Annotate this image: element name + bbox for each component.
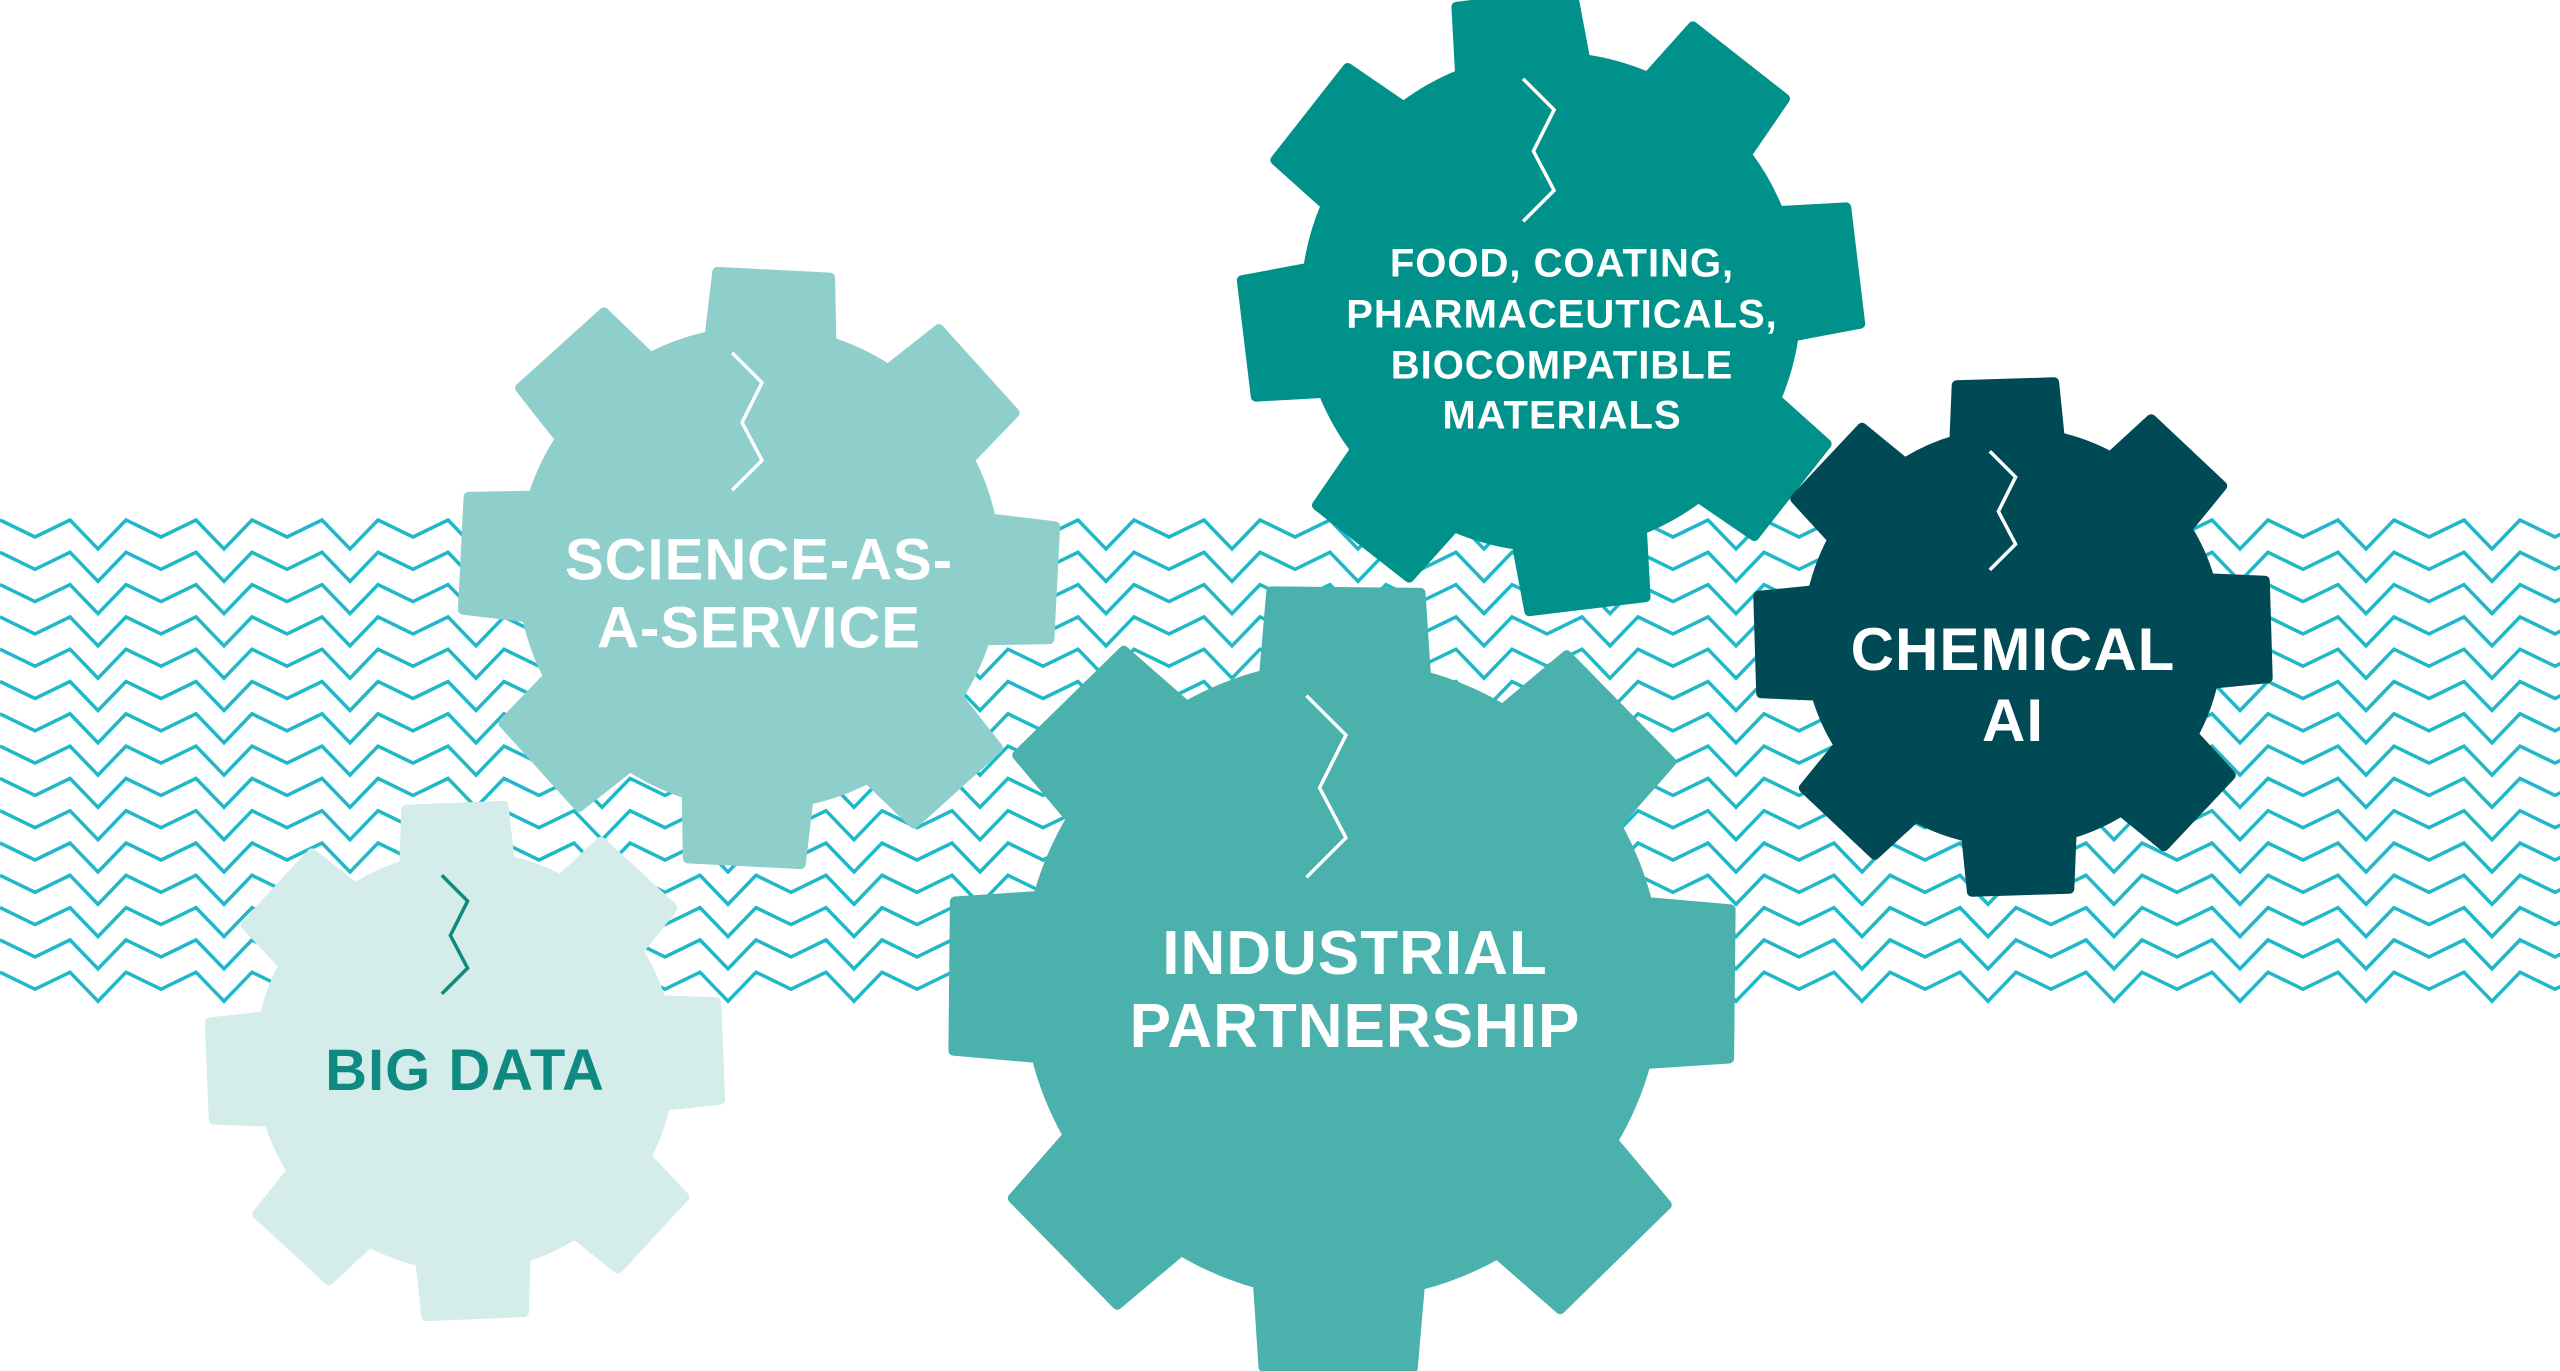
label-line: AI (1981, 687, 2044, 754)
gear-big-data (204, 800, 726, 1322)
lightning-crack-icon (1988, 450, 2018, 572)
gear-chemical (1753, 377, 2273, 897)
label-line: PHARMACEUTICALS, (1346, 292, 1778, 337)
label-line: SCIENCE-AS- (564, 527, 954, 593)
gear-industrial (948, 586, 1736, 1371)
label-line: FOOD, COATING, (1389, 241, 1735, 286)
gear-food-label: FOOD, COATING, PHARMACEUTICALS, BIOCOMPA… (1346, 238, 1778, 441)
lightning-crack-icon (440, 874, 470, 996)
gear-food (1236, 0, 1866, 617)
lightning-crack-icon (730, 351, 765, 492)
label-line: MATERIALS (1442, 393, 1682, 438)
gear-big-data-label: BIG DATA (325, 1037, 605, 1105)
label-line: A-SERVICE (597, 596, 921, 661)
lightning-crack-icon (1305, 694, 1349, 879)
label-line: INDUSTRIAL (1162, 918, 1548, 988)
gear-industrial-label: INDUSTRIAL PARTNERSHIP (1130, 917, 1581, 1063)
gear-science (457, 266, 1061, 870)
zigzag-line (0, 550, 2560, 584)
lightning-crack-icon (1521, 77, 1557, 223)
label-line: PARTNERSHIP (1129, 992, 1581, 1061)
label-line: CHEMICAL (1850, 616, 2176, 684)
gear-science-label: SCIENCE-AS- A-SERVICE (565, 527, 953, 664)
gear-chemical-label: CHEMICAL AI (1851, 615, 2176, 757)
label-line: BIG DATA (325, 1037, 605, 1103)
label-line: BIOCOMPATIBLE (1390, 343, 1734, 387)
